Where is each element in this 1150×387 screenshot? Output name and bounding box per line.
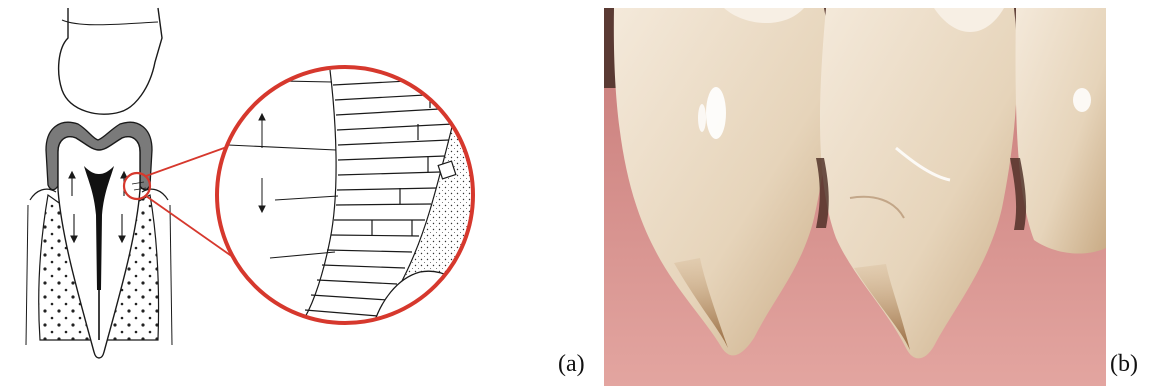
clinical-photo xyxy=(604,8,1106,386)
tooth-right xyxy=(1016,8,1106,254)
tooth-diagram xyxy=(0,0,560,387)
panel-label-a: (a) xyxy=(558,352,585,376)
magnified-view xyxy=(217,60,475,330)
opposing-tooth xyxy=(59,8,162,114)
panel-label-b: (b) xyxy=(1110,352,1138,376)
